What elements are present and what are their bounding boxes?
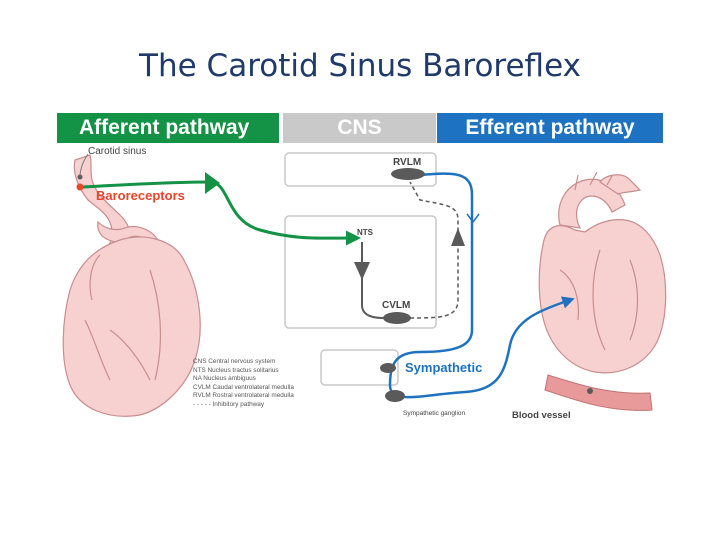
baroreceptors-label: Baroreceptors <box>96 188 185 203</box>
cvlm-label: CVLM <box>382 300 411 311</box>
page-title: The Carotid Sinus Baroreflex <box>139 48 581 84</box>
inhibitory-pathway-line <box>409 181 459 319</box>
efferent-pathway-banner: Efferent pathway <box>437 113 663 143</box>
afferent-pathway-line <box>81 180 361 246</box>
legend-item: - - - - - Inhibitory pathway <box>193 400 265 408</box>
legend-item: NTS Nucleus tractus solitarius <box>193 366 279 374</box>
efferent-pathway-line <box>388 172 575 399</box>
left-heart-illustration <box>62 154 201 417</box>
cvlm-nucleus <box>383 312 411 324</box>
rvlm-label: RVLM <box>393 157 422 168</box>
afferent-pathway-banner: Afferent pathway <box>57 113 279 143</box>
legend-item: RVLM Rostral ventrolateral medulla <box>193 392 294 399</box>
blood-vessel-label: Blood vessel <box>512 410 571 421</box>
abbreviation-legend: CNS Central nervous system NTS Nucleus t… <box>193 358 294 409</box>
nts-label: NTS <box>357 228 373 237</box>
sympathetic-ganglion <box>385 390 405 402</box>
blood-vessel <box>544 374 653 411</box>
sympathetic-neuron <box>380 363 396 373</box>
right-heart-illustration <box>538 171 667 374</box>
cns-banner: CNS <box>283 113 436 143</box>
rvlm-nucleus <box>391 168 425 180</box>
sympathetic-label: Sympathetic <box>405 360 483 375</box>
legend-item: CNS Central nervous system <box>193 358 276 365</box>
baroreceptor-dot <box>76 183 84 191</box>
nts-to-cvlm-line <box>361 242 386 319</box>
ganglion-box <box>320 349 399 386</box>
sympathetic-ganglion-label: Sympathetic ganglion <box>403 410 466 417</box>
legend-item: NA Nucleus ambiguus <box>193 375 256 382</box>
carotid-sinus-label: Carotid sinus <box>88 146 147 157</box>
legend-item: CVLM Caudal ventrolateral medulla <box>193 383 294 391</box>
